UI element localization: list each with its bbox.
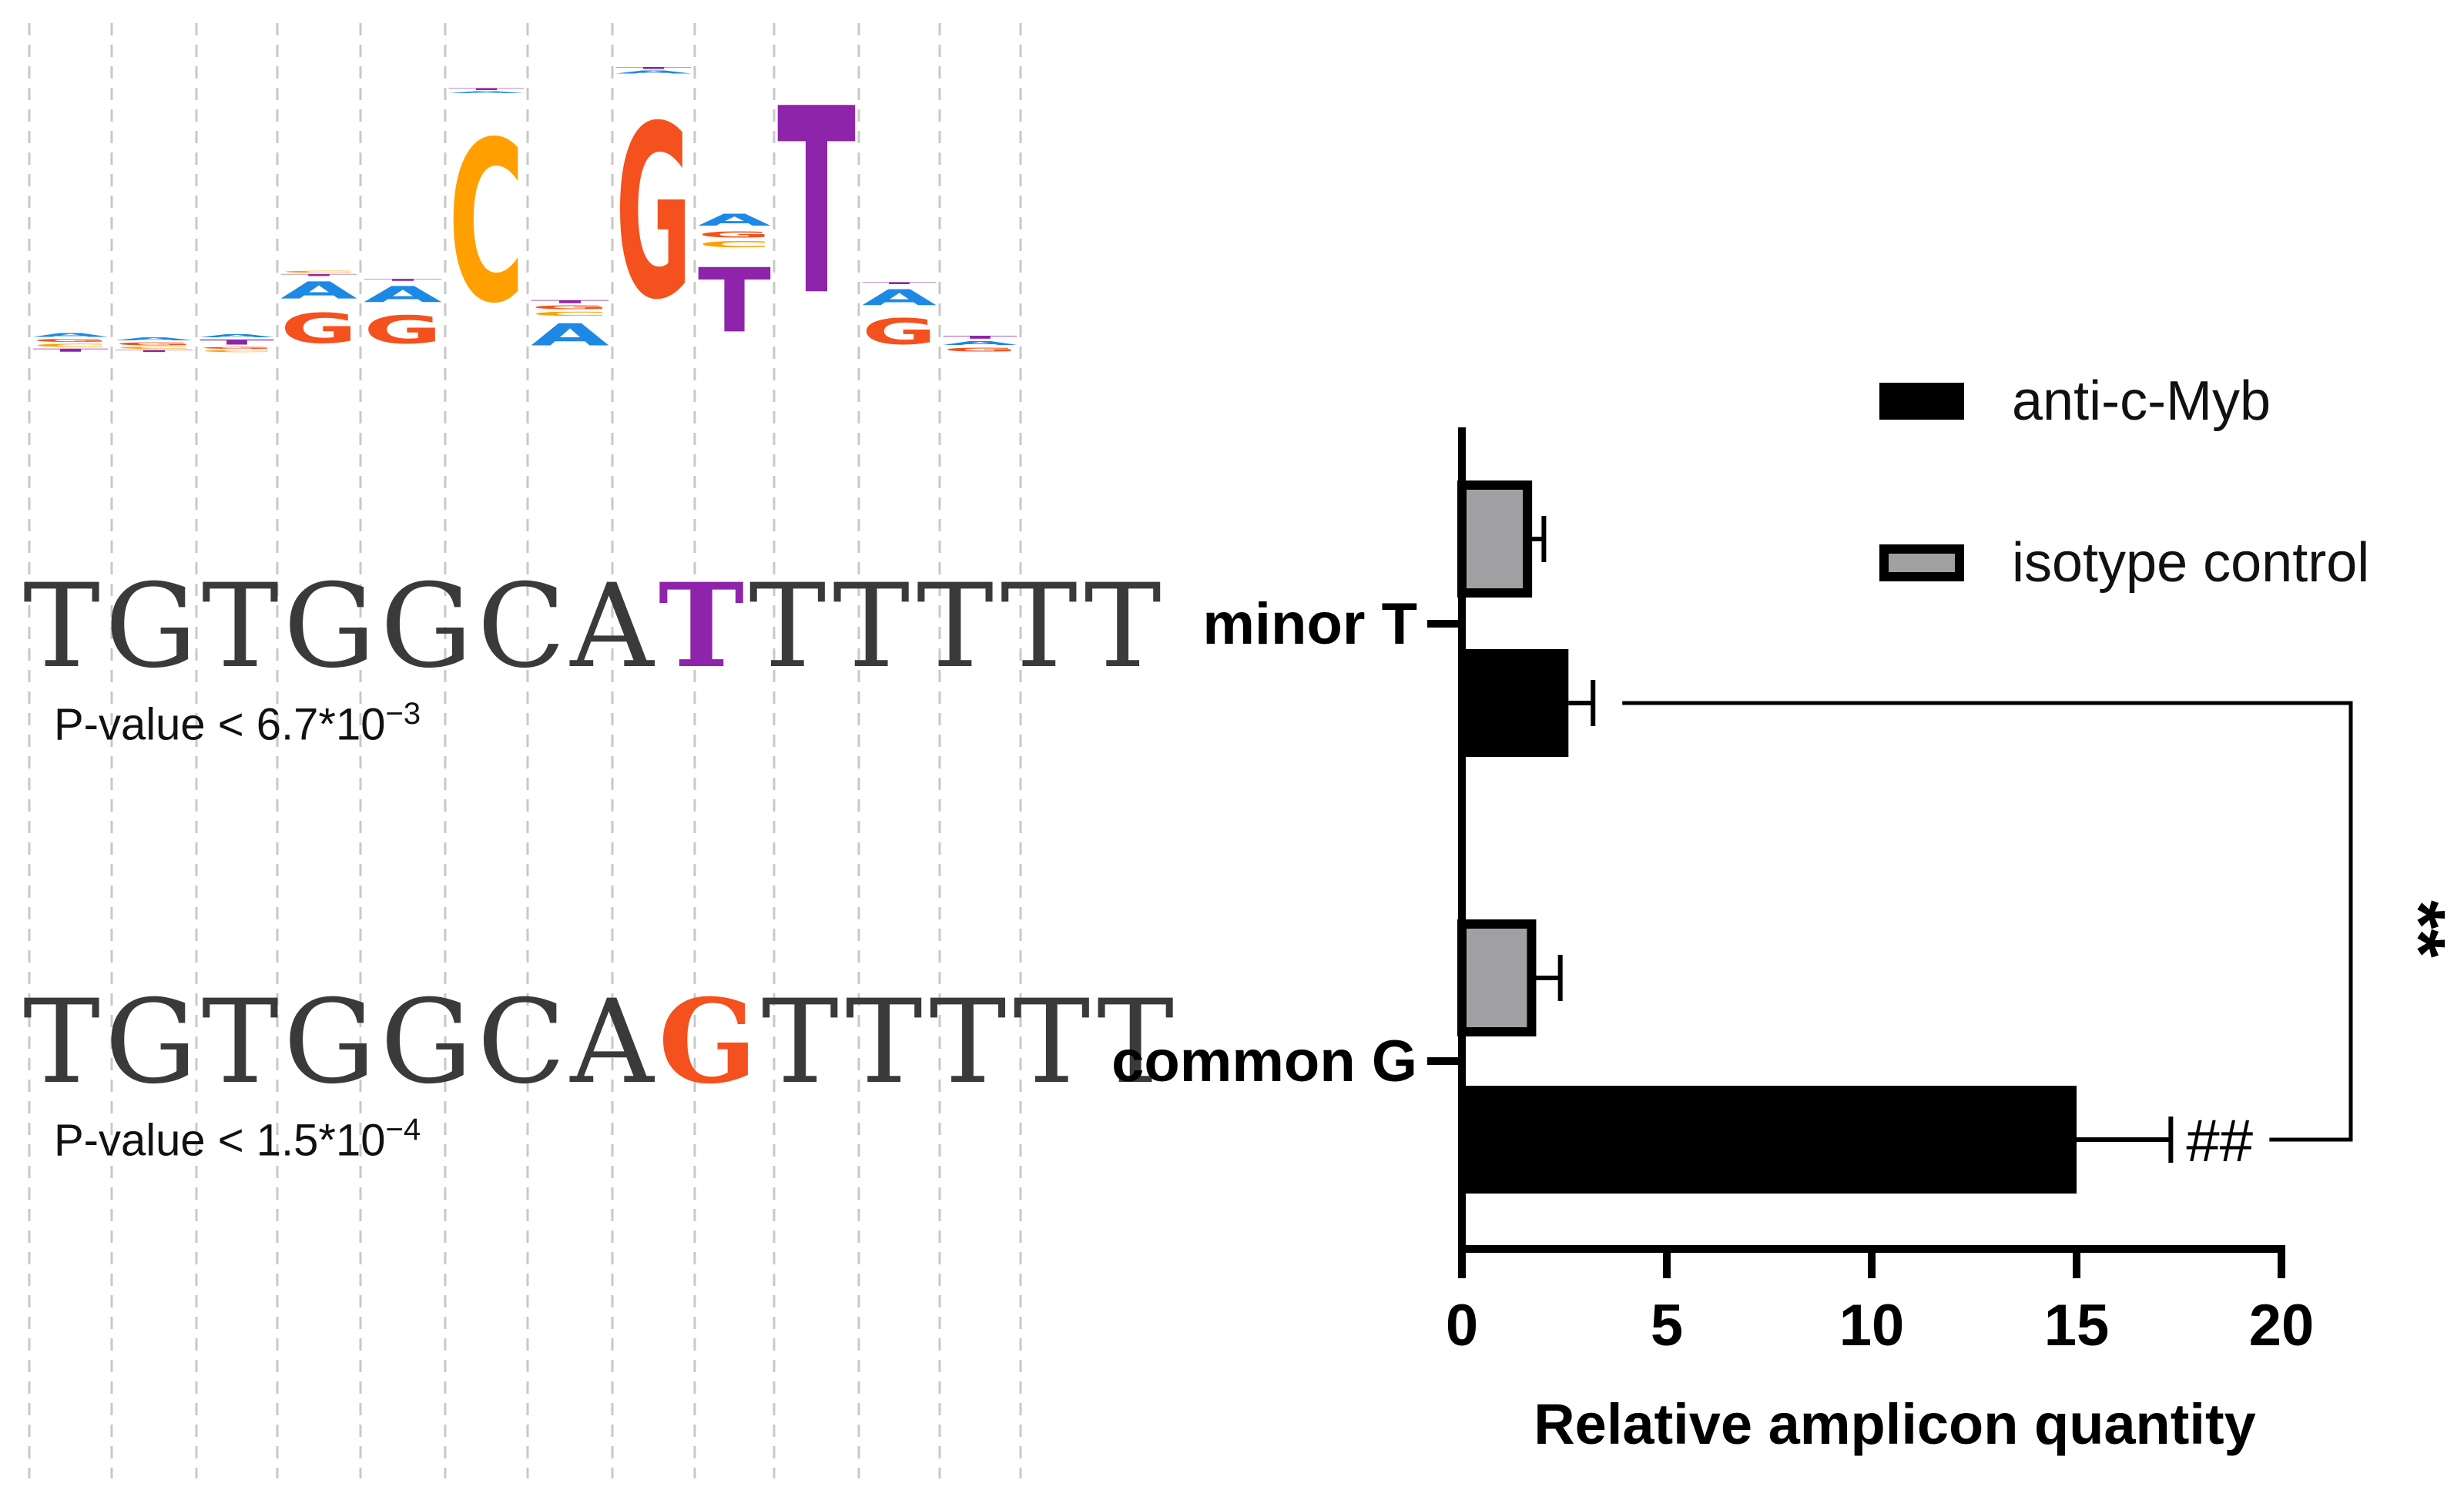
- legend-item-isotype-control: isotype control: [1879, 531, 2369, 594]
- legend-swatch-anti-c-myb: [1879, 383, 1964, 420]
- x-tick-label: 0: [1446, 1293, 1478, 1358]
- logo-letter-t: T: [698, 250, 771, 353]
- logo-letter-a: A: [862, 285, 937, 310]
- logo-letter-a: A: [32, 332, 109, 338]
- logo-letter-g: G: [862, 311, 937, 353]
- logo-letter-c: C: [280, 270, 357, 273]
- logo-letter-t: T: [280, 273, 357, 276]
- logo-letter-g: G: [531, 304, 609, 310]
- minor-allele-sequence: TGTGGCATTTTTT: [23, 558, 1166, 694]
- pvalue-text: P-value < 1.5*10: [54, 1115, 386, 1166]
- logo-letter-g: G: [115, 341, 193, 346]
- logo-letter-c: C: [32, 343, 109, 347]
- logo-letter-a: A: [199, 333, 274, 338]
- bar-isotype-control: [1457, 480, 1533, 598]
- logo-letter-g: G: [32, 338, 109, 343]
- logo-letter-c: C: [531, 311, 609, 317]
- sequence-prefix: TGTGGCA: [23, 976, 659, 1110]
- logo-letter-a: A: [531, 317, 609, 353]
- x-tick-label: 20: [2249, 1293, 2315, 1358]
- variant-base-g: G: [658, 974, 762, 1110]
- logo-letter-c: C: [698, 239, 771, 249]
- sequence-suffix: TTTTT: [749, 560, 1166, 694]
- logo-letter-g: G: [364, 308, 442, 353]
- logo-letter-a: A: [115, 336, 193, 341]
- logo-column-guides: [28, 23, 1022, 1478]
- pvalue-exponent: −3: [385, 697, 421, 731]
- common-allele-sequence: TGTGGCAGTTTTT: [23, 974, 1178, 1110]
- common-pvalue: P-value < 1.5*10−4: [54, 1113, 421, 1166]
- legend-label: isotype control: [2012, 532, 2370, 594]
- legend-label: anti-c-Myb: [2012, 370, 2271, 432]
- logo-letter-a: A: [615, 70, 692, 75]
- bar-anti-c-myb: [1462, 1086, 2077, 1194]
- legend-swatch-isotype-control: [1879, 544, 1964, 581]
- logo-letter-c: C: [115, 347, 193, 350]
- logo-letter-t: T: [615, 66, 692, 69]
- logo-letter-a: A: [280, 277, 357, 304]
- significance-stars: **: [2378, 900, 2460, 958]
- category-label: minor T: [1202, 591, 1417, 657]
- hash-annotation: ##: [2186, 1107, 2253, 1174]
- x-axis-label: Relative amplicon quantity: [1534, 1392, 2256, 1456]
- logo-letter-a: A: [448, 91, 525, 94]
- logo-letter-c: C: [199, 350, 274, 353]
- logo-letter-g: G: [698, 230, 771, 239]
- logo-letter-t: T: [943, 335, 1018, 340]
- logo-letter-g: G: [199, 347, 274, 350]
- legend-item-anti-c-myb: anti-c-Myb: [1879, 370, 2271, 433]
- logo-letter-g: G: [615, 75, 692, 353]
- pvalue-text: P-value < 6.7*10: [54, 699, 386, 750]
- significance-bracket: [1622, 701, 2353, 1142]
- logo-letter-a: A: [364, 282, 442, 307]
- logo-letter-a: A: [698, 210, 771, 229]
- logo-letter-a: A: [943, 340, 1017, 346]
- logo-letter-t: T: [531, 300, 609, 304]
- logo-letter-t: T: [199, 338, 274, 347]
- x-tick-label: 10: [1839, 1293, 1905, 1358]
- bar-isotype-control: [1457, 919, 1537, 1036]
- logo-letter-t: T: [448, 88, 525, 91]
- logo-letter-g: G: [943, 347, 1017, 353]
- logo-letter-t: T: [115, 350, 193, 353]
- sequence-suffix: TTTTT: [761, 976, 1179, 1110]
- variant-base-t: T: [658, 558, 749, 694]
- pvalue-exponent: −4: [385, 1113, 421, 1147]
- x-tick-label: 5: [1651, 1293, 1683, 1358]
- logo-letter-g: G: [280, 305, 357, 353]
- logo-letter-t: T: [32, 348, 109, 353]
- logo-letter-t: T: [364, 278, 442, 281]
- logo-letter-t: T: [777, 54, 857, 352]
- minor-pvalue: P-value < 6.7*10−3: [54, 697, 421, 750]
- bar-anti-c-myb: [1462, 649, 1569, 757]
- logo-letter-t: T: [862, 282, 937, 285]
- logo-letter-c: C: [448, 95, 525, 352]
- sequence-prefix: TGTGGCA: [23, 560, 659, 694]
- x-tick-label: 15: [2044, 1293, 2110, 1358]
